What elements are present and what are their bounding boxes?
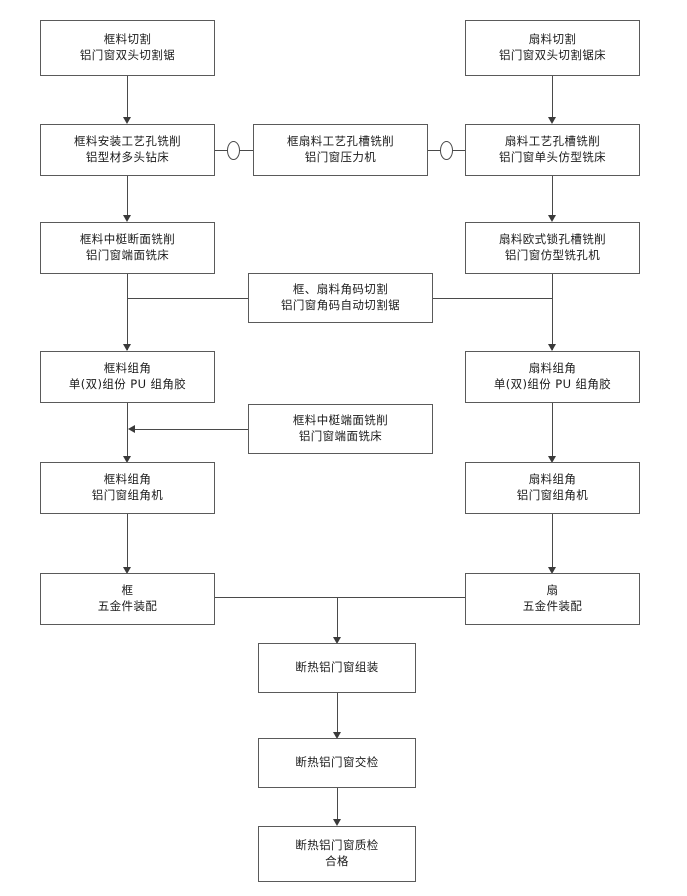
- node-line-1: 断热铝门窗质检: [295, 838, 379, 853]
- edge-corner-cut-to-right-bus: [433, 298, 552, 299]
- arrowhead-down: [547, 567, 556, 574]
- node-sash-corner-assembly-glue[interactable]: 扇料组角 单(双)组份 PU 组角胶: [465, 351, 640, 403]
- arrowhead-down: [122, 215, 131, 222]
- arrowhead-down: [122, 567, 131, 574]
- node-line-2: 铝门窗仿型铣孔机: [504, 248, 601, 262]
- node-line-2: 铝型材多头钻床: [85, 150, 170, 164]
- edge-frame-glue-to-corner: [127, 403, 128, 461]
- arrowhead-left: [128, 424, 135, 433]
- node-line-2: 五金件装配: [97, 599, 158, 613]
- node-line-1: 框料组角: [103, 361, 152, 376]
- node-frame-mullion-end-milling[interactable]: 框料中梃断面铣削 铝门窗端面铣床: [40, 222, 215, 274]
- edge-sash-glue-to-corner: [552, 403, 553, 461]
- edge-assembly-to-inspection: [337, 693, 338, 737]
- node-frame-mullion-end-face-milling[interactable]: 框料中梃端面铣削 铝门窗端面铣床: [248, 404, 433, 454]
- node-line-2: 铝门窗压力机: [304, 150, 377, 164]
- node-sash-euro-lock-slot-milling[interactable]: 扇料欧式锁孔槽铣削 铝门窗仿型铣孔机: [465, 222, 640, 274]
- node-line-1: 扇: [546, 583, 559, 598]
- edge-merge-to-assembly: [337, 597, 338, 642]
- node-line-2: 铝门窗双头切割锯床: [498, 48, 607, 62]
- node-sash-hardware-assembly[interactable]: 扇 五金件装配: [465, 573, 640, 625]
- node-line-2: 铝门窗组角机: [516, 488, 589, 502]
- node-sash-corner-crimping-machine[interactable]: 扇料组角 铝门窗组角机: [465, 462, 640, 514]
- edge-inspection-to-qualified: [337, 788, 338, 824]
- arrowhead-down: [332, 819, 341, 826]
- arrowhead-down: [332, 637, 341, 644]
- node-line-1: 扇料组角: [528, 361, 577, 376]
- edge-frame-hole-to-end: [127, 176, 128, 220]
- node-sash-process-hole-slot-milling[interactable]: 扇料工艺孔槽铣削 铝门窗单头仿型铣床: [465, 124, 640, 176]
- edge-sash-corner-to-hw: [552, 514, 553, 572]
- node-frame-corner-crimping-machine[interactable]: 框料组角 铝门窗组角机: [40, 462, 215, 514]
- node-line-1: 框扇料工艺孔槽铣削: [286, 134, 395, 149]
- node-line-2: 合格: [325, 854, 349, 868]
- node-line-1: 框料中梃断面铣削: [79, 232, 176, 247]
- edge-sash-lock-down: [552, 274, 553, 350]
- node-frame-corner-assembly-glue[interactable]: 框料组角 单(双)组份 PU 组角胶: [40, 351, 215, 403]
- node-line-1: 扇料切割: [528, 32, 577, 47]
- node-line-1: 扇料组角: [528, 472, 577, 487]
- node-line-1: 框料中梃端面铣削: [292, 413, 389, 428]
- node-line-1: 断热铝门窗组装: [295, 660, 379, 675]
- edge-frame-end-down: [127, 274, 128, 350]
- node-thermal-break-window-quality-pass[interactable]: 断热铝门窗质检 合格: [258, 826, 416, 882]
- node-line-2: 铝门窗角码自动切割锯: [281, 298, 400, 312]
- node-line-2: 铝门窗组角机: [91, 488, 164, 502]
- flow-connector-left[interactable]: [227, 140, 240, 160]
- node-line-1: 框料安装工艺孔铣削: [73, 134, 182, 149]
- edge-sash-hole-to-lock: [552, 176, 553, 220]
- edge-hardware-merge-bus: [215, 597, 465, 598]
- node-line-2: 铝门窗单头仿型铣床: [498, 150, 607, 164]
- node-thermal-break-window-handover-inspection[interactable]: 断热铝门窗交检: [258, 738, 416, 788]
- node-corner-code-cutting[interactable]: 框、扇料角码切割 铝门窗角码自动切割锯: [248, 273, 433, 323]
- node-line-2: 单(双)组份 PU 组角胶: [68, 377, 187, 391]
- edge-corner-cut-to-left-bus: [127, 298, 248, 299]
- node-line-1: 框、扇料角码切割: [292, 282, 389, 297]
- node-line-1: 扇料欧式锁孔槽铣削: [498, 232, 607, 247]
- arrowhead-down: [122, 117, 131, 124]
- node-thermal-break-window-assembly[interactable]: 断热铝门窗组装: [258, 643, 416, 693]
- arrowhead-down: [122, 456, 131, 463]
- node-line-1: 框: [121, 583, 134, 598]
- node-line-2: 铝门窗端面铣床: [85, 248, 170, 262]
- edge-frame-cut-to-hole: [127, 76, 128, 120]
- node-line-2: 铝门窗双头切割锯: [79, 48, 176, 62]
- node-line-1: 框料切割: [103, 32, 152, 47]
- node-line-1: 框料组角: [103, 472, 152, 487]
- arrowhead-down: [547, 117, 556, 124]
- arrowhead-down: [547, 456, 556, 463]
- node-frame-hardware-assembly[interactable]: 框 五金件装配: [40, 573, 215, 625]
- node-line-2: 单(双)组份 PU 组角胶: [493, 377, 612, 391]
- arrowhead-down: [547, 215, 556, 222]
- node-frame-process-hole-milling[interactable]: 框料安装工艺孔铣削 铝型材多头钻床: [40, 124, 215, 176]
- edge-sash-cut-to-hole: [552, 76, 553, 120]
- edge-frame-corner-to-hw: [127, 514, 128, 572]
- node-frame-sash-slot-milling[interactable]: 框扇料工艺孔槽铣削 铝门窗压力机: [253, 124, 428, 176]
- node-line-2: 铝门窗端面铣床: [298, 429, 383, 443]
- arrowhead-down: [122, 344, 131, 351]
- node-frame-cutting[interactable]: 框料切割 铝门窗双头切割锯: [40, 20, 215, 76]
- flow-connector-right[interactable]: [440, 140, 453, 160]
- node-sash-cutting[interactable]: 扇料切割 铝门窗双头切割锯床: [465, 20, 640, 76]
- arrowhead-down: [547, 344, 556, 351]
- arrowhead-down: [332, 732, 341, 739]
- node-line-1: 断热铝门窗交检: [295, 755, 379, 770]
- node-line-2: 五金件装配: [522, 599, 583, 613]
- edge-mullion-mill-to-spine: [131, 429, 248, 430]
- node-line-1: 扇料工艺孔槽铣削: [504, 134, 601, 149]
